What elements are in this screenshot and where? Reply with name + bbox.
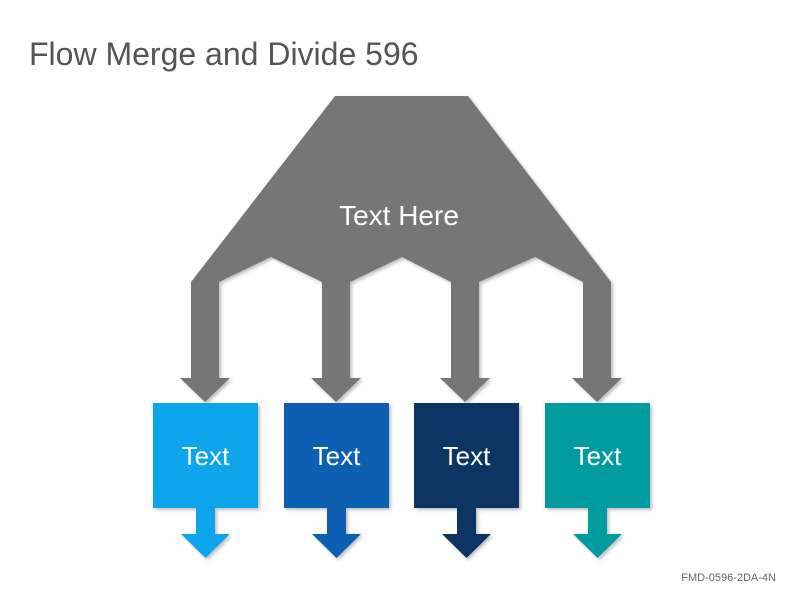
footer-code: FMD-0596-2DA-4N	[681, 572, 776, 584]
flow-box-2-rect	[284, 403, 389, 508]
flow-box-4-label: Text	[574, 441, 622, 471]
page-title: Flow Merge and Divide 596	[29, 36, 419, 72]
flow-box-1-rect	[153, 403, 258, 508]
merge-hub-shape	[180, 96, 622, 402]
flow-box-3-arrow	[442, 508, 491, 558]
flow-box-3-label: Text	[443, 441, 491, 471]
flow-box-3: Text	[414, 403, 519, 558]
flow-box-2-label: Text	[313, 441, 361, 471]
flow-box-4-rect	[545, 403, 650, 508]
flow-box-3-rect	[414, 403, 519, 508]
flow-box-2-arrow	[312, 508, 361, 558]
flow-box-4-arrow	[573, 508, 622, 558]
flow-box-1-arrow	[181, 508, 230, 558]
hub-label: Text Here	[339, 200, 459, 231]
flow-box-2: Text	[284, 403, 389, 558]
flow-box-1: Text	[153, 403, 258, 558]
flow-box-4: Text	[545, 403, 650, 558]
flow-box-1-label: Text	[182, 441, 230, 471]
